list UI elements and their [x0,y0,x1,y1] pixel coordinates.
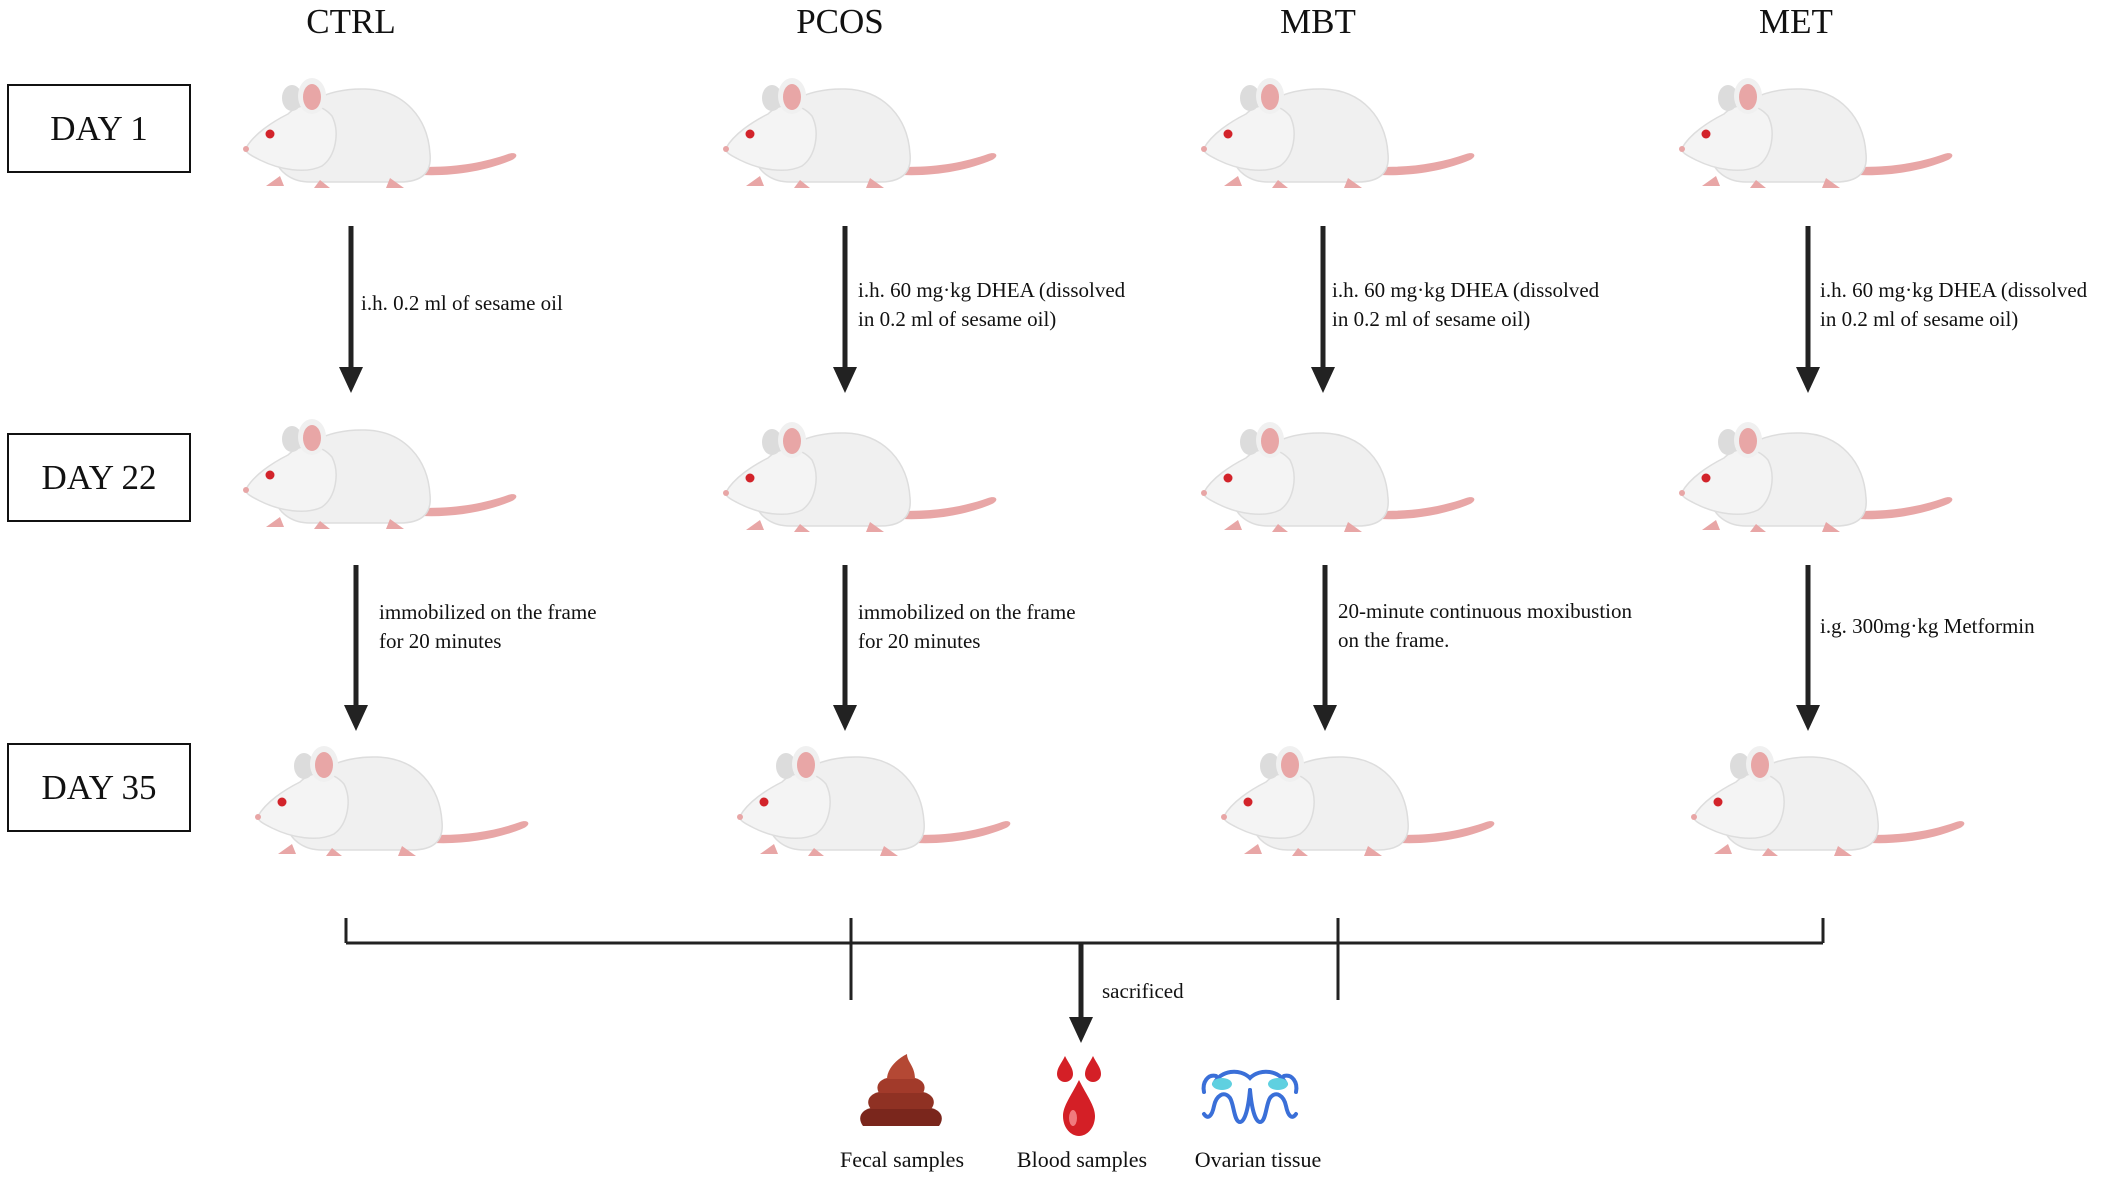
step1-label-pcos: i.h. 60 mg·kg DHEA (dissolved in 0.2 ml … [858,276,1125,334]
step2-line: i.g. 300mg·kg Metformin [1820,614,2035,638]
step1-line: i.h. 60 mg·kg DHEA (dissolved [1332,278,1600,302]
rat-met-day1 [1678,77,1954,189]
arrows-layer [339,226,1820,1043]
ovary-icon [1201,1069,1299,1125]
step2-line: immobilized on the frame [379,600,597,624]
arrow-step1-pcos [833,226,857,393]
bracket [344,918,1825,1000]
step2-label-met: i.g. 300mg·kg Metformin [1820,612,2035,641]
step2-line: 20-minute continuous moxibustion [1338,599,1632,623]
sample-label-fecal: Fecal samples [839,1147,965,1172]
rat-ctrl-day35 [254,745,530,857]
step1-line: i.h. 60 mg·kg DHEA (dissolved [858,278,1126,302]
group-title-pcos: PCOS [796,2,884,41]
step1-line: i.h. 0.2 ml of sesame oil [361,291,563,315]
rats-layer [242,77,1966,857]
rat-mbt-day35 [1220,745,1496,857]
group-title-mbt: MBT [1280,2,1356,41]
arrow-step2-mbt [1313,565,1337,731]
step2-label-ctrl: immobilized on the frame for 20 minutes [379,598,597,656]
step2-label-pcos: immobilized on the frame for 20 minutes [858,598,1076,656]
sample-label-ovary: Ovarian tissue [1194,1147,1322,1172]
rat-mbt-day1 [1200,77,1476,189]
step2-label-mbt: 20-minute continuous moxibustion on the … [1338,597,1632,655]
arrow-step2-pcos [833,565,857,731]
step1-line: in 0.2 ml of sesame oil) [1820,307,2019,331]
arrow-step1-mbt [1311,226,1335,393]
day-box-1: DAY 1 [7,84,191,173]
sample-icons [860,1054,1299,1136]
step1-line: i.h. 60 mg·kg DHEA (dissolved [1820,278,2088,302]
rat-pcos-day22 [722,421,998,533]
feces-icon [860,1054,942,1126]
rat-met-day22 [1678,421,1954,533]
group-title-ctrl: CTRL [306,2,396,41]
rat-mbt-day22 [1200,421,1476,533]
sample-label-blood: Blood samples [1016,1147,1148,1172]
arrow-step2-ctrl [344,565,368,731]
step1-line: in 0.2 ml of sesame oil) [858,307,1057,331]
step1-line: in 0.2 ml of sesame oil) [1332,307,1531,331]
step2-line: for 20 minutes [379,629,502,653]
step2-line: for 20 minutes [858,629,981,653]
rat-ctrl-day22 [242,418,518,530]
rat-pcos-day35 [736,745,1012,857]
step1-label-met: i.h. 60 mg·kg DHEA (dissolved in 0.2 ml … [1820,276,2087,334]
rat-pcos-day1 [722,77,998,189]
blood-drops-icon [1057,1056,1101,1136]
arrow-step2-met [1796,565,1820,731]
step2-line: on the frame. [1338,628,1450,652]
day-box-22: DAY 22 [7,433,191,522]
step1-label-ctrl: i.h. 0.2 ml of sesame oil [361,289,563,318]
arrow-sacrificed [1069,943,1093,1043]
arrow-step1-ctrl [339,226,363,393]
rat-met-day35 [1690,745,1966,857]
step1-label-mbt: i.h. 60 mg·kg DHEA (dissolved in 0.2 ml … [1332,276,1599,334]
day-box-35: DAY 35 [7,743,191,832]
arrow-step1-met [1796,226,1820,393]
rat-ctrl-day1 [242,77,518,189]
step2-line: immobilized on the frame [858,600,1076,624]
sacrificed-label: sacrificed [1102,979,1184,1003]
group-title-met: MET [1759,2,1833,41]
